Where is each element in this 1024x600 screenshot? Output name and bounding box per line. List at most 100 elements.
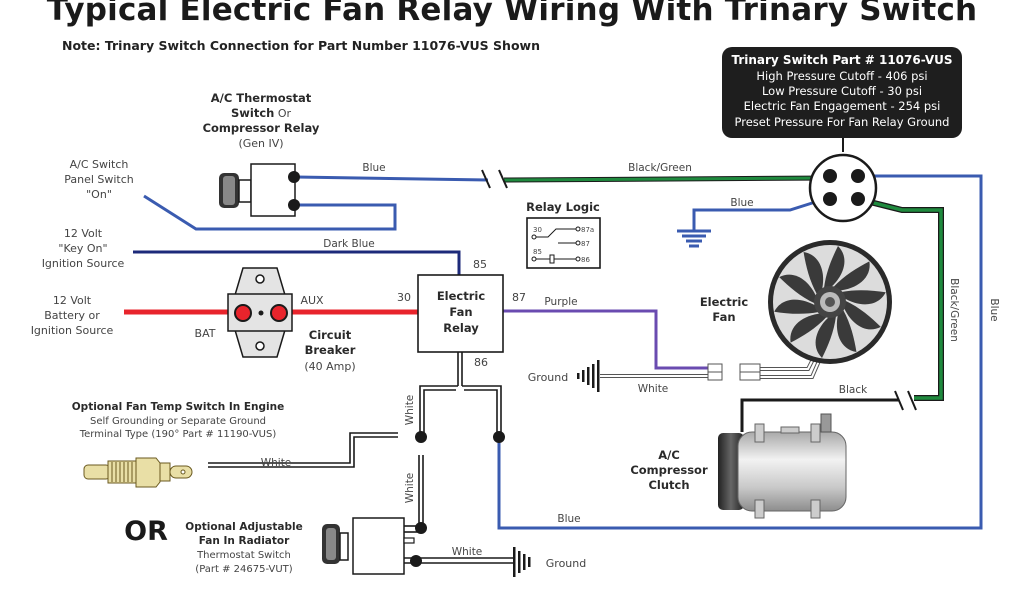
note-text: Note: Trinary Switch Connection for Part…	[62, 38, 540, 53]
wire-label-white-temp: White	[261, 457, 292, 469]
relay-label: Relay	[443, 321, 479, 335]
engine-temp-switch-icon	[83, 457, 193, 488]
circuit-breaker-icon	[227, 267, 293, 358]
trinary-info-box: Trinary Switch Part # 11076-VUS High Pre…	[722, 47, 962, 152]
wire-label-black-green-right: Black/Green	[948, 278, 960, 342]
wire-label-purple: Purple	[544, 296, 577, 308]
compressor-label: A/C	[658, 448, 680, 462]
wire-white-86	[208, 352, 513, 564]
radiator-switch-label: Optional Adjustable	[185, 521, 302, 533]
fan-blade	[824, 246, 845, 288]
breaker-bat-label: BAT	[195, 327, 216, 340]
junction-dot	[493, 431, 505, 443]
ground-fan-label: Ground	[528, 371, 568, 384]
relay-label: Fan	[449, 305, 472, 319]
ground-symbol-radiator	[513, 547, 531, 577]
wire-label-white-fan: White	[638, 383, 669, 395]
thermostat-label: A/C Thermostat	[211, 91, 312, 105]
relay-pin-86: 86	[474, 356, 488, 369]
relay-pin-87: 87	[512, 291, 526, 304]
wire-black-compressor	[740, 398, 899, 432]
fan-blade	[790, 313, 827, 343]
ac-switch-label: "On"	[86, 188, 112, 201]
wire-label-blue-top: Blue	[362, 162, 385, 174]
battery-label: Battery or	[44, 309, 100, 322]
wire-blue-loop	[143, 194, 397, 231]
junction-dot	[410, 555, 422, 567]
ground-radiator-label: Ground	[546, 557, 586, 570]
key-on-label: 12 Volt	[64, 227, 103, 240]
trinary-box-line: Low Pressure Cutoff - 30 psi	[762, 84, 922, 98]
breaker-label: (40 Amp)	[304, 360, 355, 373]
relay-logic-85: 85	[533, 248, 542, 256]
wire-label-black-green-top: Black/Green	[628, 162, 692, 174]
thermostat-switch-icon	[219, 163, 300, 217]
trinary-switch-connector	[808, 153, 878, 223]
radiator-switch-label: Thermostat Switch	[196, 550, 291, 561]
wire-label-dark-blue: Dark Blue	[323, 238, 375, 250]
trinary-box-line: High Pressure Cutoff - 406 psi	[756, 69, 927, 83]
radiator-switch-label: Fan In Radiator	[199, 535, 290, 547]
trinary-box-line: Electric Fan Engagement - 254 psi	[744, 99, 941, 113]
wire-blue-top	[295, 175, 489, 182]
ac-compressor-icon	[718, 413, 847, 519]
relay-logic-diagram	[526, 217, 601, 269]
thermostat-label: (Gen IV)	[238, 137, 283, 150]
relay-logic-87a: 87a	[581, 226, 594, 234]
fan-blade	[774, 299, 819, 314]
breaker-label: Breaker	[305, 343, 356, 357]
relay-logic-87: 87	[581, 240, 590, 248]
key-on-label: "Key On"	[58, 242, 107, 255]
compressor-label: Compressor	[630, 463, 708, 477]
fan-blade	[779, 274, 817, 304]
temp-switch-label: Self Grounding or Separate Ground	[90, 416, 266, 427]
temp-switch-label: Optional Fan Temp Switch In Engine	[72, 401, 285, 413]
junction-dot	[415, 431, 427, 443]
wire-dark-blue	[133, 250, 461, 276]
ground-symbol-blue	[677, 229, 711, 248]
thermostat-label: Switch Or	[231, 106, 292, 120]
wire-blue-ground	[692, 196, 829, 230]
trinary-box-line: Preset Pressure For Fan Relay Ground	[734, 115, 949, 129]
wire-break-marker	[481, 169, 491, 189]
fan-blade	[836, 309, 857, 353]
wire-label-white-v2: White	[404, 473, 416, 504]
key-on-label: Ignition Source	[42, 257, 125, 270]
trinary-box-title: Trinary Switch Part # 11076-VUS	[731, 53, 952, 67]
relay-pin-30: 30	[397, 291, 411, 304]
radiator-thermostat-switch-icon	[322, 517, 415, 575]
relay-label: Electric	[437, 289, 486, 303]
battery-label: 12 Volt	[53, 294, 92, 307]
fan-blade	[843, 300, 881, 330]
fan-connector-plug	[707, 363, 761, 381]
wire-label-white-v1: White	[404, 395, 416, 426]
battery-label: Ignition Source	[31, 324, 114, 337]
compressor-label: Clutch	[648, 478, 689, 492]
electric-fan-label: Electric	[700, 295, 749, 309]
breaker-aux-label: AUX	[300, 294, 324, 307]
relay-box	[417, 274, 504, 353]
wire-label-blue-right: Blue	[988, 298, 1000, 321]
relay-logic-30: 30	[533, 226, 542, 234]
fan-blade	[815, 316, 836, 358]
breaker-label: Circuit	[309, 328, 352, 342]
junction-dot	[415, 522, 427, 534]
wire-purple	[503, 309, 708, 370]
wire-label-blue-ground: Blue	[730, 197, 753, 209]
fan-blade	[803, 251, 824, 295]
temp-switch-label: Terminal Type (190° Part # 11190-VUS)	[79, 429, 277, 440]
thermostat-label: Compressor Relay	[203, 121, 320, 135]
relay-logic-86: 86	[581, 256, 590, 264]
wire-label-blue-bottom: Blue	[557, 513, 580, 525]
ac-switch-label: Panel Switch	[64, 173, 134, 186]
wire-blue-right	[497, 174, 983, 530]
fan-blade	[833, 261, 870, 291]
electric-fan-icon	[768, 240, 892, 364]
relay-pin-85: 85	[473, 258, 487, 271]
relay-logic-title: Relay Logic	[526, 200, 600, 214]
wire-label-white-radiator: White	[452, 546, 483, 558]
ac-switch-label: A/C Switch	[70, 158, 129, 171]
diagram-title: Typical Electric Fan Relay Wiring With T…	[47, 0, 978, 28]
wire-label-black-compressor: Black	[839, 384, 868, 396]
